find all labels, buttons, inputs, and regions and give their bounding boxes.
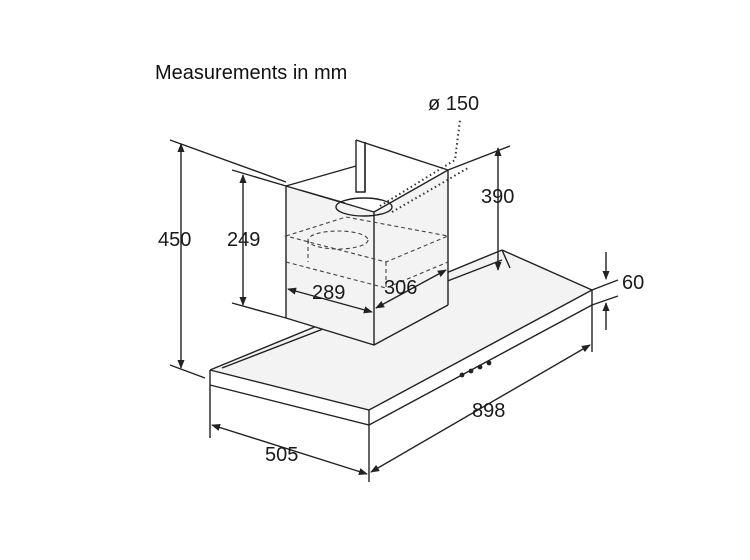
dim-canopy-depth (209, 385, 368, 475)
dim-chimney-inner-height (231, 169, 287, 319)
label-chimney-height: 390 (481, 186, 514, 208)
label-chimney-inner-height: 249 (227, 229, 260, 251)
dim-canopy-thickness (591, 252, 619, 330)
label-canopy-thickness: 60 (622, 272, 644, 294)
label-chimney-width: 289 (312, 282, 345, 304)
label-duct-diameter: ø 150 (428, 93, 479, 115)
label-canopy-width: 898 (472, 400, 505, 422)
duct-centerline-2 (391, 167, 469, 213)
dim-canopy-width (368, 305, 593, 482)
label-canopy-depth: 505 (265, 444, 298, 466)
label-chimney-depth: 306 (384, 277, 417, 299)
dim-total-height (169, 139, 287, 379)
chimney (284, 139, 450, 346)
diagram-title: Measurements in mm (155, 62, 347, 84)
control-buttons (459, 360, 492, 378)
dim-chimney-height (447, 145, 511, 271)
dim-chimney-width (287, 287, 373, 314)
dim-chimney-depth (375, 269, 447, 309)
label-total-height: 450 (158, 229, 191, 251)
